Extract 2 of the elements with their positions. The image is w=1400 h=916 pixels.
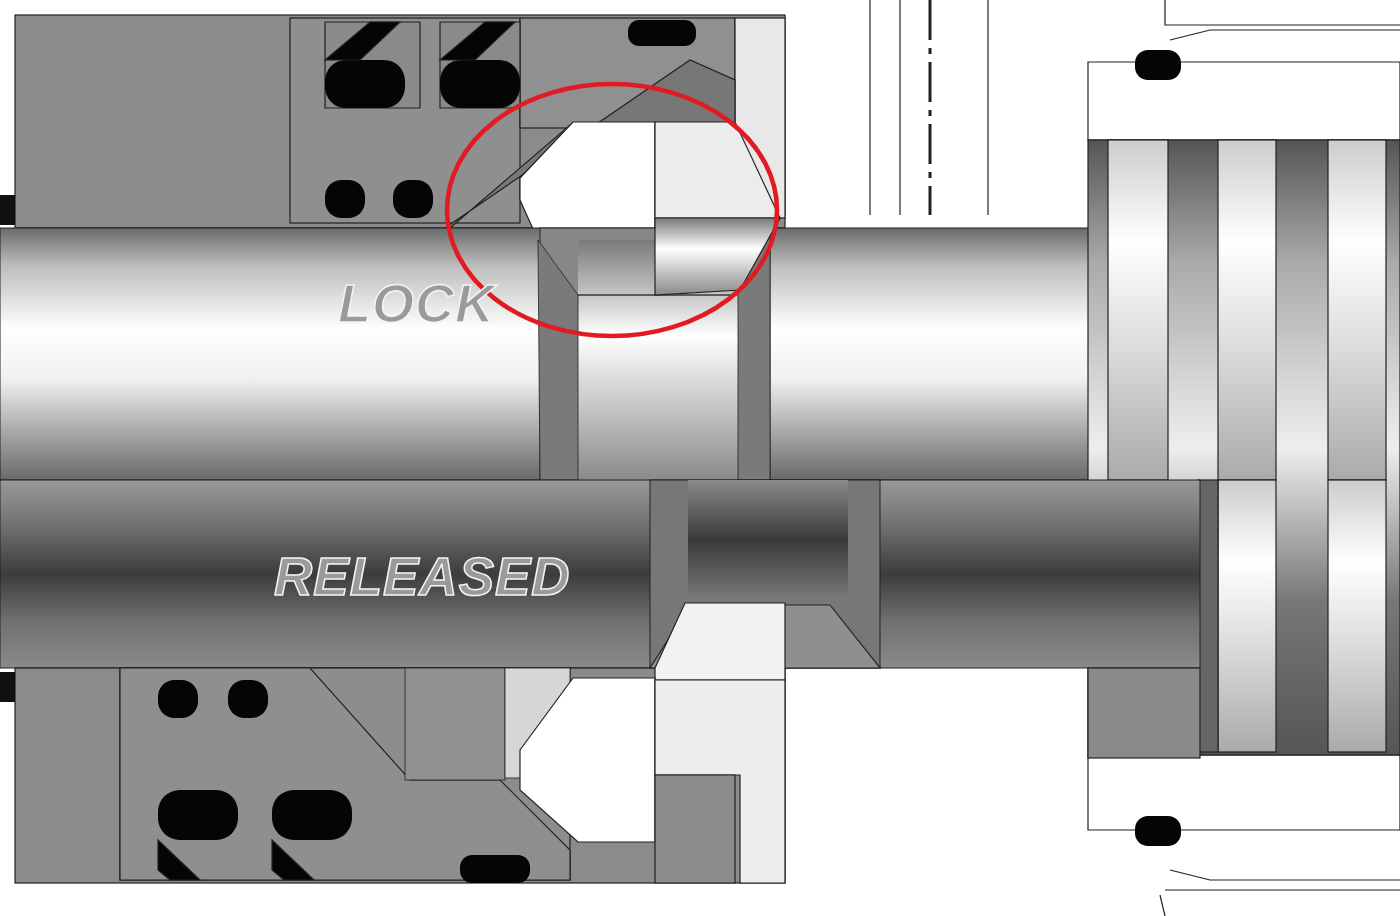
state-label: LOCK <box>338 276 495 330</box>
state-label: RELEASED <box>274 550 571 603</box>
